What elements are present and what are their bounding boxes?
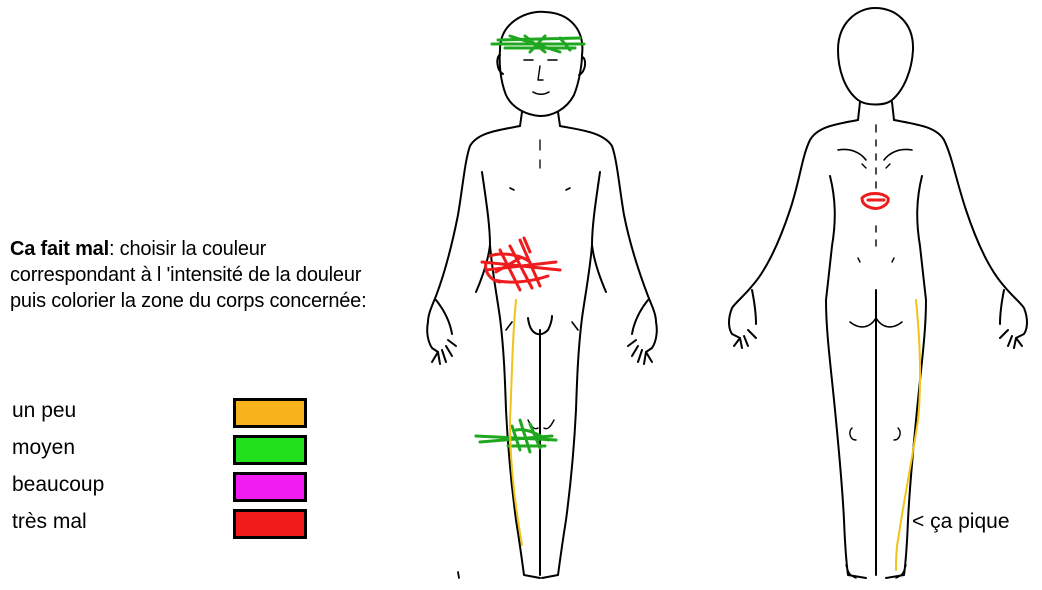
pain-mark-lower-back — [862, 194, 888, 209]
pain-mark-knee — [476, 420, 556, 452]
pain-mark-forehead — [492, 36, 584, 52]
back-body-figure[interactable] — [729, 8, 1027, 578]
front-body-figure[interactable] — [427, 12, 657, 578]
tingling-annotation: < ça pique — [912, 510, 1010, 534]
